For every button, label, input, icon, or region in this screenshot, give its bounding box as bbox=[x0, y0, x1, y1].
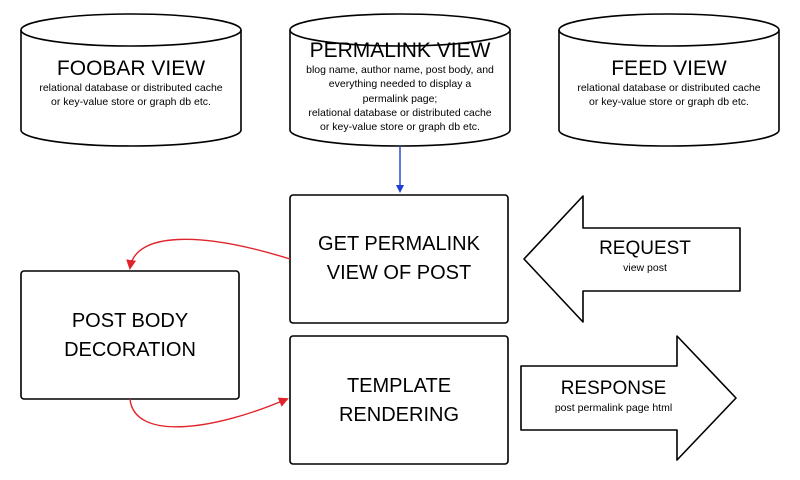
db-feed-line-2: or key-value store or graph db etc. bbox=[589, 96, 749, 109]
template-line-2: RENDERING bbox=[338, 404, 459, 426]
db-foobar-line-1: relational database or distributed cache bbox=[39, 82, 223, 95]
template-line-1: TEMPLATE bbox=[346, 375, 452, 397]
post-body-line-2: DECORATION bbox=[64, 339, 196, 361]
get-permalink-line-2: VIEW OF POST bbox=[326, 262, 472, 284]
get-to-decoration-connector bbox=[126, 238, 291, 270]
db-foobar: FOOBAR VIEW relational database or distr… bbox=[21, 56, 241, 110]
get-permalink-label: GET PERMALINK VIEW OF POST bbox=[290, 230, 508, 288]
template-rendering-box bbox=[289, 335, 509, 465]
db-permalink: PERMALINK VIEW blog name, author name, p… bbox=[290, 38, 510, 134]
response-label: RESPONSE post permalink page html bbox=[521, 378, 706, 415]
db-permalink-line-2: everything needed to display a bbox=[328, 78, 472, 91]
request-title: REQUEST bbox=[599, 238, 691, 259]
request-label: REQUEST view post bbox=[570, 238, 720, 275]
response-subtitle: post permalink page html bbox=[554, 401, 673, 414]
db-permalink-cylinder bbox=[289, 13, 511, 147]
db-permalink-line-1: blog name, author name, post body, and bbox=[306, 64, 494, 77]
db-foobar-cylinder bbox=[20, 13, 242, 147]
db-feed-line-1: relational database or distributed cache bbox=[577, 82, 761, 95]
db-foobar-title: FOOBAR VIEW bbox=[56, 57, 206, 80]
db-permalink-title: PERMALINK VIEW bbox=[309, 39, 491, 62]
db-feed: FEED VIEW relational database or distrib… bbox=[559, 56, 779, 110]
post-body-label: POST BODY DECORATION bbox=[21, 307, 239, 365]
get-permalink-line-1: GET PERMALINK bbox=[318, 233, 480, 255]
response-title: RESPONSE bbox=[560, 378, 667, 399]
db-permalink-line-3: permalink page; bbox=[362, 92, 438, 105]
db-feed-title: FEED VIEW bbox=[611, 57, 727, 80]
post-body-line-1: POST BODY bbox=[71, 310, 189, 332]
db-foobar-line-2: or key-value store or graph db etc. bbox=[51, 96, 211, 109]
response-arrow-shape bbox=[520, 335, 737, 461]
db-feed-cylinder bbox=[558, 13, 780, 147]
db-permalink-line-4: relational database or distributed cache bbox=[308, 106, 492, 119]
template-rendering-label: TEMPLATE RENDERING bbox=[290, 372, 508, 430]
request-arrow-shape bbox=[523, 195, 741, 323]
request-subtitle: view post bbox=[623, 261, 667, 274]
decoration-to-template-connector bbox=[129, 397, 289, 428]
db-permalink-line-5: or key-value store or graph db etc. bbox=[320, 120, 480, 133]
